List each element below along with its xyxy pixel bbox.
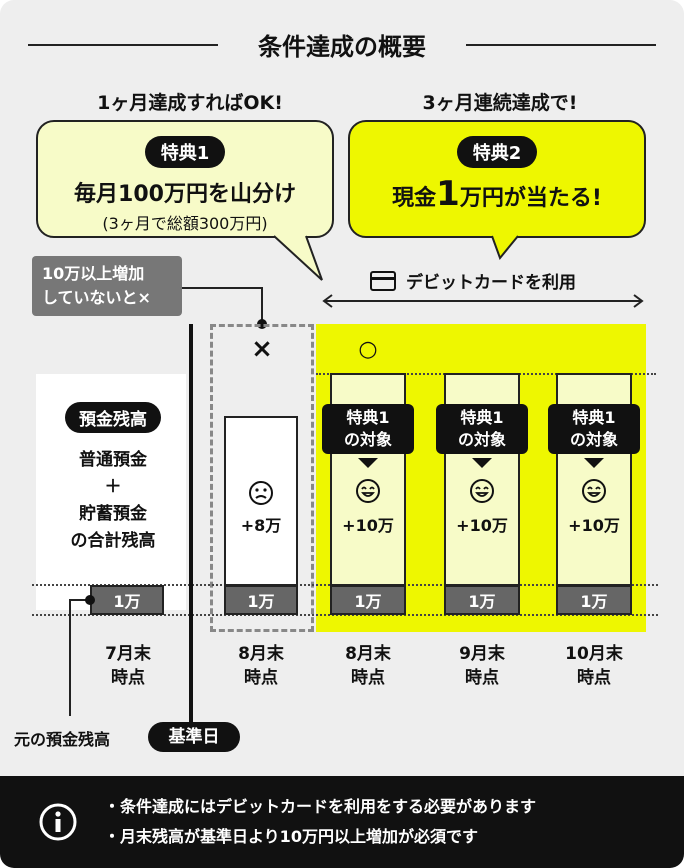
benefit1-main: 毎月100万円を山分け bbox=[74, 182, 296, 207]
col2-tag-line1: 特典1 bbox=[346, 408, 390, 427]
card-usage-text: デビットカードを利用 bbox=[406, 273, 576, 293]
balance-line-4: の合計残高 bbox=[70, 531, 156, 551]
col2-increase: +10万 bbox=[342, 516, 394, 535]
footer-note-1: ・条件達成にはデビットカードを利用をする必要があります bbox=[104, 797, 537, 816]
success-mark: ○ bbox=[358, 337, 378, 362]
footer-text: ・条件達成にはデビットカードを利用をする必要があります ・月末残高が基準日より1… bbox=[104, 792, 536, 852]
col4-tag-line2: の対象 bbox=[569, 430, 618, 449]
base-date-pill: 基準日 bbox=[148, 722, 240, 752]
debit-card-icon bbox=[370, 270, 396, 291]
col3-base: 1万 bbox=[444, 585, 520, 615]
footer-notes: ・条件達成にはデビットカードを利用をする必要があります ・月末残高が基準日より1… bbox=[0, 776, 684, 868]
col4-base: 1万 bbox=[556, 585, 632, 615]
happy-face-icon bbox=[470, 479, 494, 503]
benefit2-main: 現金1万円が当たる! bbox=[350, 174, 644, 219]
col3-tag: 特典1 の対象 bbox=[436, 404, 528, 454]
warning-note-line2: していないと× bbox=[42, 288, 151, 307]
balance-label: 預金残高 普通預金 ＋ 貯蓄預金 の合計残高 bbox=[50, 402, 176, 555]
col3-tag-line2: の対象 bbox=[457, 430, 506, 449]
balance-line-1: 普通預金 bbox=[79, 450, 147, 470]
sad-face-icon bbox=[249, 481, 273, 505]
benefit2-main-big: 1 bbox=[436, 174, 460, 214]
col4-tag-line1: 特典1 bbox=[572, 408, 616, 427]
col1-month-line2: 時点 bbox=[244, 668, 278, 688]
footer-note-2: ・月末残高が基準日より10万円以上増加が必須です bbox=[104, 827, 478, 846]
balance-pill: 預金残高 bbox=[65, 402, 161, 433]
col4-increase: +10万 bbox=[568, 516, 620, 535]
col2-month-line2: 時点 bbox=[351, 668, 385, 688]
col3-tag-pointer bbox=[472, 458, 492, 468]
warning-note-line1: 10万以上増加 bbox=[42, 264, 145, 283]
happy-face-icon bbox=[582, 479, 606, 503]
col3-month: 9月末 時点 bbox=[440, 642, 524, 690]
col2-tag-line2: の対象 bbox=[343, 430, 392, 449]
benefit1-bubble-tail bbox=[273, 235, 323, 281]
card-usage-label: デビットカードを利用 bbox=[370, 268, 576, 293]
title-row: 条件達成の概要 bbox=[28, 26, 656, 62]
col4-tag-pointer bbox=[584, 458, 604, 468]
benefit2-main-post: 万円が当たる! bbox=[459, 186, 602, 211]
col1-month-line1: 8月末 bbox=[238, 644, 284, 664]
heading-right: 3ヶ月連続達成で! bbox=[422, 92, 578, 114]
happy-face-icon bbox=[356, 479, 380, 503]
warning-connector bbox=[182, 287, 267, 329]
info-icon bbox=[39, 803, 77, 841]
benefit1-bubble: 特典1 毎月100万円を山分け (3ヶ月で総額300万円) bbox=[36, 120, 334, 238]
col0-base: 1万 bbox=[90, 585, 164, 615]
original-balance-label: 元の預金残高 bbox=[14, 730, 111, 749]
fail-column-frame bbox=[210, 324, 314, 632]
col0-month-line2: 時点 bbox=[111, 668, 145, 688]
benefit1-pill: 特典1 bbox=[144, 136, 226, 168]
col2-month-line1: 8月末 bbox=[345, 644, 391, 664]
col4-month-line1: 10月末 bbox=[565, 644, 623, 664]
balance-line-2: ＋ bbox=[104, 477, 122, 497]
benefit2-bubble-tail bbox=[491, 235, 519, 260]
warning-note: 10万以上増加 していないと× bbox=[32, 256, 182, 316]
base-date-line bbox=[189, 324, 193, 722]
col3-month-line1: 9月末 bbox=[459, 644, 505, 664]
benefit2-pill: 特典2 bbox=[456, 136, 538, 168]
col1-base: 1万 bbox=[224, 585, 298, 615]
col1-month: 8月末 時点 bbox=[220, 642, 302, 690]
benefit2-bubble: 特典2 現金1万円が当たる! bbox=[348, 120, 646, 238]
col0-month: 7月末 時点 bbox=[88, 642, 168, 690]
title-rule-right bbox=[466, 44, 656, 46]
col2-base: 1万 bbox=[330, 585, 406, 615]
col3-month-line2: 時点 bbox=[465, 668, 499, 688]
benefit1-sub: (3ヶ月で総額300万円) bbox=[102, 214, 268, 233]
three-month-arrow bbox=[322, 294, 644, 308]
col0-month-line1: 7月末 bbox=[105, 644, 151, 664]
heading-left: 1ヶ月達成すればOK! bbox=[97, 92, 283, 114]
col4-tag: 特典1 の対象 bbox=[548, 404, 640, 454]
title-rule-left bbox=[28, 44, 218, 46]
base-bottom-line bbox=[32, 614, 658, 616]
col4-month: 10月末 時点 bbox=[550, 642, 638, 690]
col2-month: 8月末 時点 bbox=[326, 642, 410, 690]
fail-mark: × bbox=[251, 334, 273, 364]
col2-tag-pointer bbox=[358, 458, 378, 468]
col1-increase: +8万 bbox=[240, 516, 282, 535]
col4-month-line2: 時点 bbox=[577, 668, 611, 688]
benefit2-main-pre: 現金 bbox=[392, 186, 437, 211]
col3-tag-line1: 特典1 bbox=[460, 408, 504, 427]
col3-increase: +10万 bbox=[456, 516, 508, 535]
balance-line-3: 貯蓄預金 bbox=[79, 504, 147, 524]
col2-tag: 特典1 の対象 bbox=[322, 404, 414, 454]
original-balance-connector bbox=[69, 595, 95, 716]
page-title: 条件達成の概要 bbox=[242, 26, 442, 62]
